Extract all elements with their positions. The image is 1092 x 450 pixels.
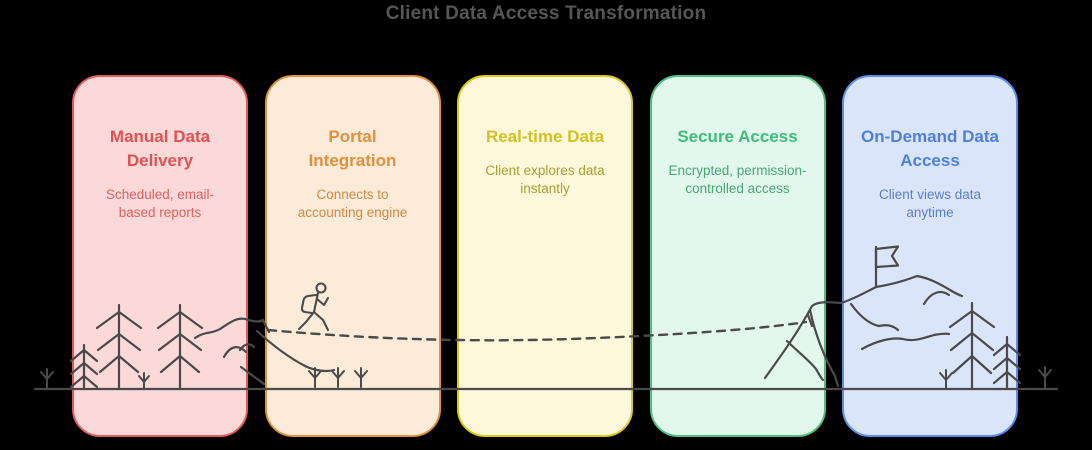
card-on-demand-data-access: On-Demand Data Access Client views data … [842,75,1018,437]
card-subtitle: Encrypted, permission- controlled access [668,163,807,196]
card-subtitle: Scheduled, email- based reports [105,187,215,220]
card-secure-access: Secure Access Encrypted, permission- con… [649,75,826,437]
card-subtitle: Client views data anytime [878,187,982,220]
card-title: Secure Access [677,127,798,146]
card-title: Portal Integration [308,127,397,170]
card-real-time-data: Real-time Data Client explores data inst… [457,75,633,437]
card-title: Real-time Data [485,127,605,146]
card-portal-integration: Portal Integration Connects to accountin… [264,75,441,437]
card-title: On-Demand Data Access [861,127,999,170]
card-title: Manual Data Delivery [109,127,211,170]
page-title: Client Data Access Transformation [385,3,707,24]
card-manual-data-delivery: Manual Data Delivery Scheduled, email- b… [72,75,248,437]
card-subtitle: Connects to accounting engine [297,187,408,220]
card-subtitle: Client explores data instantly [485,163,605,196]
